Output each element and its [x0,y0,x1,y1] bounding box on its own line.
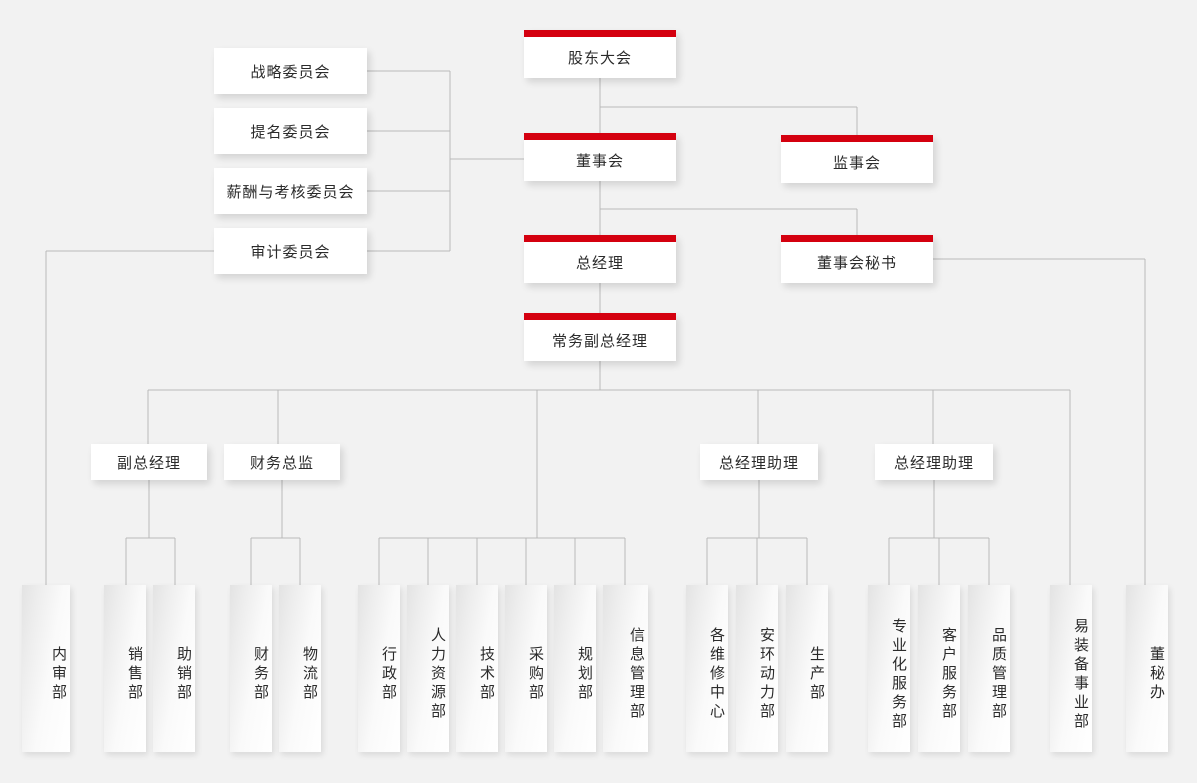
dept-secretariat-office[interactable]: 董秘办 [1126,585,1168,752]
dept-maintenance-centers[interactable]: 各维修中心 [686,585,728,752]
dept-logistics[interactable]: 物流部 [279,585,321,752]
dept-sales-support[interactable]: 助销部 [153,585,195,752]
node-board-secretary[interactable]: 董事会秘书 [781,235,933,283]
node-label: 提名委员会 [250,122,331,141]
node-nomination-committee[interactable]: 提名委员会 [214,108,367,154]
node-board-of-supervisors[interactable]: 监事会 [781,135,933,183]
node-label: 财务总监 [249,453,314,472]
node-label: 战略委员会 [250,62,331,81]
dept-internal-audit[interactable]: 内审部 [22,585,70,752]
node-executive-vice-general-manager[interactable]: 常务副总经理 [524,313,676,361]
node-gm-assistant-1[interactable]: 总经理助理 [700,444,818,480]
node-board-of-directors[interactable]: 董事会 [524,133,676,181]
node-label: 董事会 [575,152,624,170]
node-label: 薪酬与考核委员会 [226,182,355,201]
dept-customer-service[interactable]: 客户服务部 [918,585,960,752]
dept-easy-equipment-division[interactable]: 易装备事业部 [1050,585,1092,752]
node-label: 总经理助理 [718,453,799,472]
dept-procurement[interactable]: 采购部 [505,585,547,752]
node-label: 总经理助理 [893,453,974,472]
node-general-manager[interactable]: 总经理 [524,235,676,283]
node-label: 副总经理 [116,453,181,472]
node-strategy-committee[interactable]: 战略委员会 [214,48,367,94]
dept-finance[interactable]: 财务部 [230,585,272,752]
dept-technology[interactable]: 技术部 [456,585,498,752]
node-label: 股东大会 [567,49,632,67]
node-label: 总经理 [575,254,624,272]
dept-information-management[interactable]: 信息管理部 [603,585,648,752]
node-label: 监事会 [832,154,881,172]
node-audit-committee[interactable]: 审计委员会 [214,228,367,274]
dept-safety-environment-power[interactable]: 安环动力部 [736,585,778,752]
dept-quality-management[interactable]: 品质管理部 [968,585,1010,752]
node-chief-financial-officer[interactable]: 财务总监 [224,444,340,480]
dept-production[interactable]: 生产部 [786,585,828,752]
node-label: 审计委员会 [250,242,331,261]
node-shareholders-meeting[interactable]: 股东大会 [524,30,676,78]
dept-sales[interactable]: 销售部 [104,585,146,752]
dept-planning[interactable]: 规划部 [554,585,596,752]
node-compensation-and-appraisal-committee[interactable]: 薪酬与考核委员会 [214,168,367,214]
node-label: 董事会秘书 [816,254,897,272]
node-gm-assistant-2[interactable]: 总经理助理 [875,444,993,480]
dept-professional-services[interactable]: 专业化服务部 [868,585,910,752]
node-label: 常务副总经理 [551,332,648,350]
dept-human-resources[interactable]: 人力资源部 [407,585,449,752]
dept-administration[interactable]: 行政部 [358,585,400,752]
node-vice-general-manager[interactable]: 副总经理 [91,444,207,480]
